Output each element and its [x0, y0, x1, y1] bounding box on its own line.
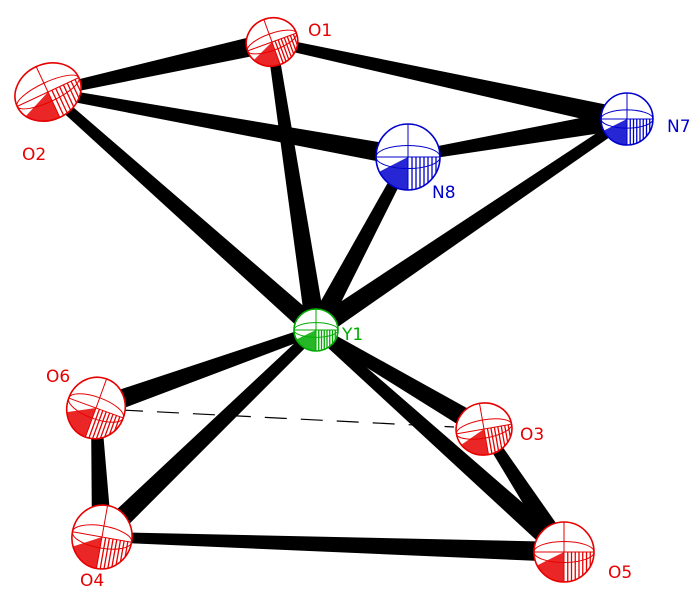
atom-label-o1: O1: [308, 21, 332, 41]
atom-label-o6: O6: [46, 367, 70, 387]
bond-o2-y1: [44, 88, 323, 338]
atom-o3: [455, 402, 513, 456]
atom-label-n8: N8: [432, 183, 456, 203]
bond-y1-o3: [313, 325, 490, 438]
atom-o1: [245, 16, 299, 68]
bond-o6-o3: [120, 409, 455, 428]
bond-o4-o5: [101, 532, 565, 562]
atoms-layer: [14, 16, 654, 583]
bond-o2-o1: [46, 32, 275, 97]
bond-n7-y1: [310, 114, 630, 339]
bond-o1-y1: [267, 41, 326, 332]
bond-n8-y1: [307, 154, 413, 335]
atom-n8: [375, 123, 441, 191]
atom-y1: [293, 308, 339, 352]
bonds-layer: [44, 32, 630, 562]
atom-label-o2: O2: [22, 145, 46, 165]
atom-o2: [14, 62, 82, 122]
atom-label-o4: O4: [80, 571, 104, 591]
atom-o5: [533, 521, 595, 583]
bond-o2-n8: [47, 87, 410, 167]
bond-y1-o6: [92, 325, 318, 418]
bond-n8-n7: [407, 109, 629, 162]
bond-y1-o4: [95, 326, 320, 545]
atom-label-y1: Y1: [341, 325, 363, 345]
atom-label-n7: N7: [667, 117, 691, 137]
atom-n7: [600, 92, 654, 146]
atom-o4: [71, 504, 133, 570]
bond-o3-o5: [479, 426, 573, 558]
atom-o6: [65, 376, 127, 440]
atom-label-o5: O5: [608, 563, 632, 583]
bond-y1-o5: [312, 326, 571, 560]
atom-label-o3: O3: [520, 425, 544, 445]
bond-o1-n7: [270, 37, 630, 129]
